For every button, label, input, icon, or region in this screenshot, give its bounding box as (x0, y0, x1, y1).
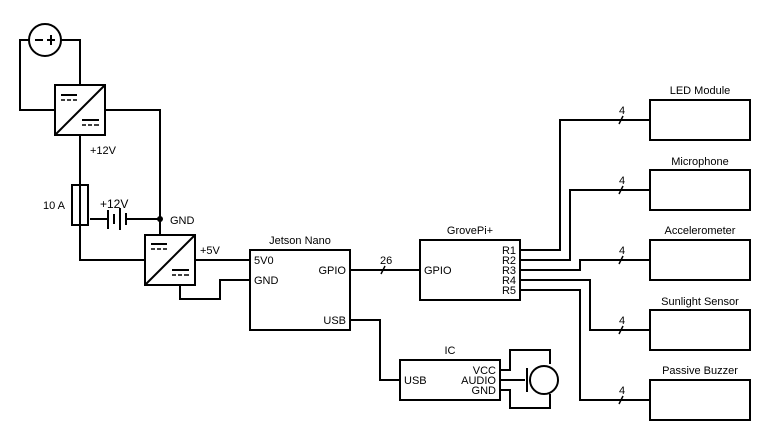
module-buzzer (649, 379, 751, 421)
gpio-bus-width: 26 (380, 255, 392, 267)
grovepi-port-r2: R2 (502, 255, 516, 267)
battery (107, 208, 127, 230)
wire-fuse-to-converter (79, 225, 145, 261)
module-led (649, 99, 751, 141)
grovepi-port-r1: R1 (502, 245, 516, 257)
ic-title: IC (445, 345, 456, 357)
module-sunlight (649, 309, 751, 351)
module-led-label: LED Module (670, 85, 731, 97)
upper-converter-voltage: +12V (90, 145, 117, 157)
wire-gnd-rail (105, 109, 161, 235)
jetson-pin-5v0: 5V0 (254, 255, 274, 267)
gnd-node (157, 216, 163, 222)
jetson-pin-usb: USB (323, 315, 346, 327)
wire-r3-accelerometer (520, 259, 650, 271)
lower-converter-voltage: +5V (200, 245, 221, 257)
module-bus-width: 4 (619, 245, 625, 257)
usb-cable (350, 319, 400, 381)
grovepi-port-r3: R3 (502, 265, 516, 277)
module-accelerometer (649, 239, 751, 281)
ic-pin-audio: AUDIO (461, 375, 496, 387)
fuse-rating: 10 A (43, 200, 66, 212)
jetson-pin-gpio: GPIO (318, 265, 346, 277)
module-accelerometer-label: Accelerometer (665, 225, 736, 237)
module-microphone-label: Microphone (671, 156, 728, 168)
jetson-title: Jetson Nano (269, 235, 331, 247)
bus-marks (618, 115, 624, 405)
wire-r5-buzzer (520, 289, 650, 401)
wire-r1-led (520, 119, 650, 251)
upper-dc-converter (54, 84, 106, 136)
wire-gnd-jetson (179, 279, 250, 300)
module-bus-width: 4 (619, 105, 625, 117)
wire-source-loop (19, 39, 55, 111)
jetson-nano (249, 249, 351, 331)
ic-pin-gnd: GND (472, 385, 497, 397)
module-buzzer-label: Passive Buzzer (662, 365, 738, 377)
module-microphone (649, 169, 751, 211)
ic-pin-vcc: VCC (473, 365, 496, 377)
jetson-pin-gnd: GND (254, 275, 279, 287)
microphone-icon (526, 365, 559, 395)
fuse (71, 184, 89, 226)
wire-r4-sunlight (520, 279, 650, 331)
wire-r2-microphone (520, 189, 650, 261)
wire-source-to-converter (61, 39, 81, 85)
gnd-label: GND (170, 215, 195, 227)
grovepi-port-r4: R4 (502, 275, 516, 287)
wire-ic-vcc (500, 349, 551, 371)
grovepi-port-r5: R5 (502, 285, 516, 297)
battery-voltage: +12V (100, 197, 128, 211)
module-bus-width: 4 (619, 385, 625, 397)
lower-dc-converter (144, 234, 196, 286)
wire-ic-gnd (500, 389, 551, 409)
module-sunlight-label: Sunlight Sensor (661, 296, 739, 308)
power-source (28, 23, 62, 57)
grovepi-pin-gpio: GPIO (424, 265, 452, 277)
module-bus-width: 4 (619, 175, 625, 187)
grovepi-title: GrovePi+ (447, 225, 493, 237)
module-bus-width: 4 (619, 315, 625, 327)
ic-box (399, 359, 501, 401)
ic-pin-usb: USB (404, 375, 427, 387)
